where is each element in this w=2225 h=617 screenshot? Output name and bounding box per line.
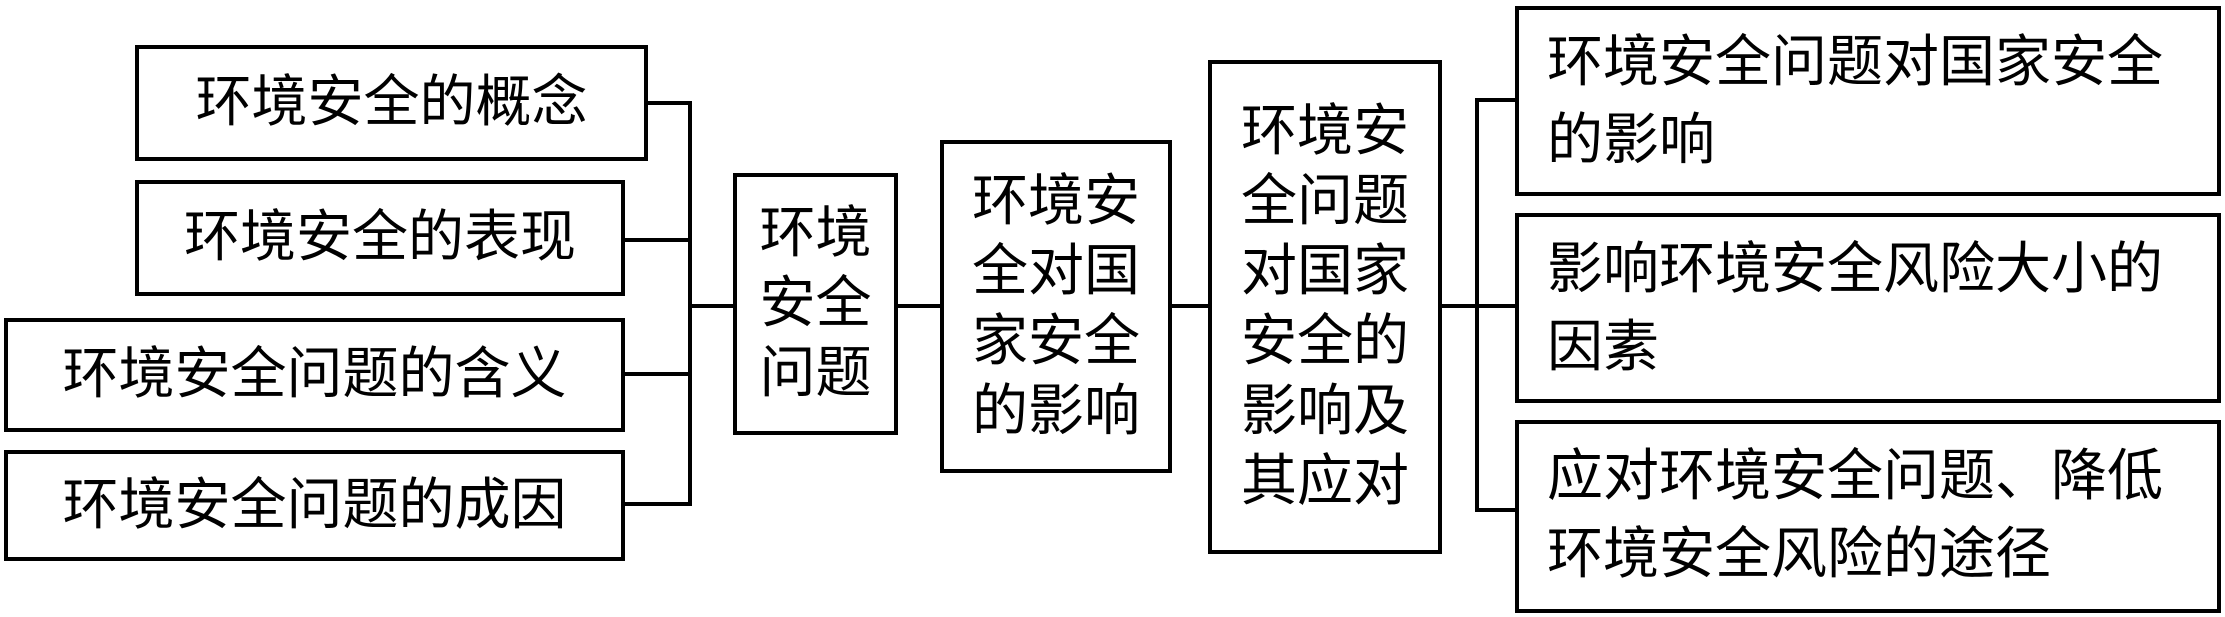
left-item-label: 环境安全的表现 (184, 205, 576, 270)
left-item-causes: 环境安全问题的成因 (4, 450, 625, 561)
right-item-label: 影响环境安全风险大小的因素 (1547, 237, 2163, 380)
right-item-risk-factors: 影响环境安全风险大小的因素 (1515, 213, 2221, 403)
center-box-environment-security-issue: 环境安全问题 (733, 173, 898, 435)
center-box-label: 环境安全对国家安全的影响 (972, 168, 1140, 444)
left-item-manifestation: 环境安全的表现 (135, 180, 625, 296)
left-item-concept: 环境安全的概念 (135, 45, 648, 161)
left-item-label: 环境安全问题的含义 (62, 342, 567, 407)
right-item-label: 环境安全问题对国家安全的影响 (1547, 30, 2163, 173)
center-box-impact-on-national-security: 环境安全对国家安全的影响 (940, 140, 1172, 473)
center-box-label: 环境安全问题 (759, 201, 872, 406)
left-item-meaning: 环境安全问题的含义 (4, 318, 625, 432)
right-item-impact-on-national-security: 环境安全问题对国家安全的影响 (1515, 6, 2221, 196)
right-item-response-pathways: 应对环境安全问题、降低环境安全风险的途径 (1515, 420, 2221, 613)
left-item-label: 环境安全问题的成因 (62, 472, 567, 538)
center-box-label: 环境安全问题对国家安全的影响及其应对 (1241, 99, 1409, 514)
left-item-label: 环境安全的概念 (195, 70, 588, 135)
center-box-impact-and-response: 环境安全问题对国家安全的影响及其应对 (1208, 60, 1442, 554)
right-item-label: 应对环境安全问题、降低环境安全风险的途径 (1547, 444, 2163, 587)
